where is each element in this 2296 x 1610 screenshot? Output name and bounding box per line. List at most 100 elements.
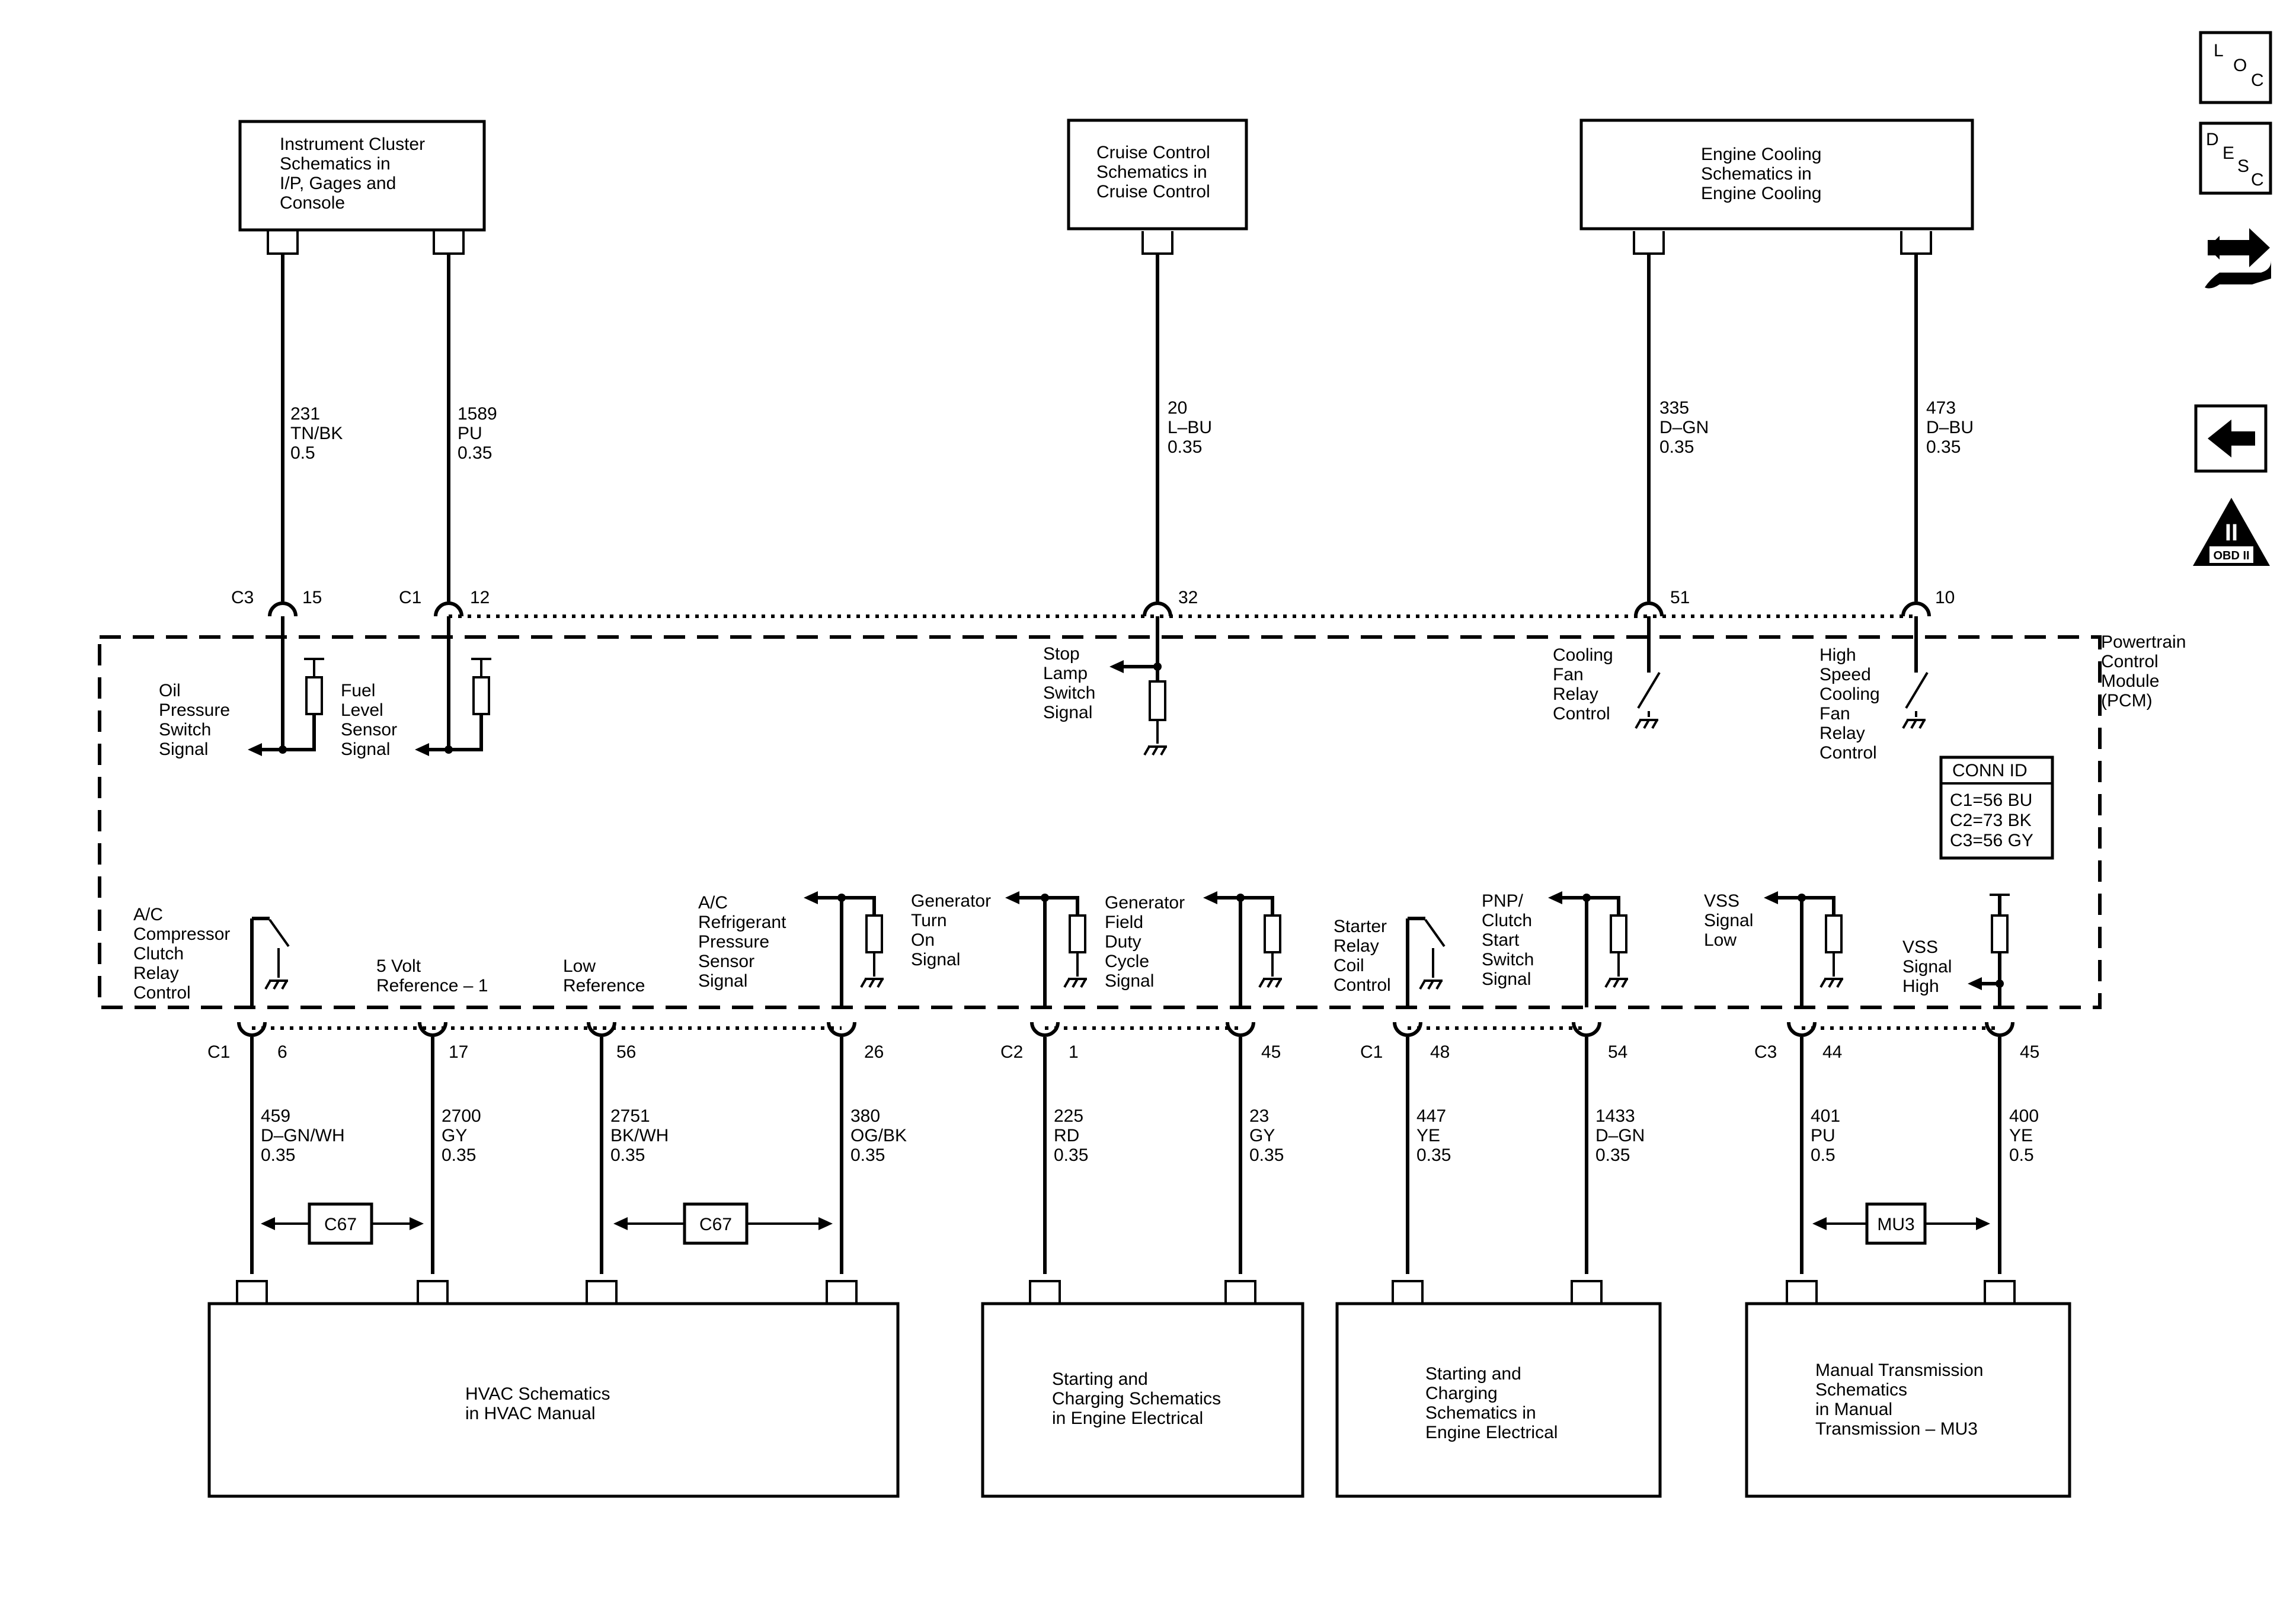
high-speed-label-line: Relay	[1819, 724, 1865, 743]
cruise-control-label-line: Schematics in	[1096, 162, 1207, 182]
option-tag-mu3: MU3	[1812, 1202, 1990, 1245]
ac-clutch-label-line: A/C	[133, 905, 163, 924]
cooling-fan-label-line: Fan	[1553, 665, 1584, 684]
arrow-left-icon	[1968, 977, 1982, 990]
pnp-clutch-label-line: Switch	[1482, 950, 1534, 969]
wire-segment	[1045, 896, 1079, 916]
wire-23-label-line: 23	[1249, 1106, 1269, 1126]
option-tag-c67: C67	[261, 1202, 424, 1245]
wire-335-label-line: 0.35	[1659, 437, 1694, 457]
starting-charging-label-2-line: Engine Electrical	[1425, 1423, 1558, 1442]
wire-380-label-line: OG/BK	[850, 1126, 907, 1145]
vss-high-label-line: Signal	[1902, 957, 1952, 977]
generator-turn-on-label-line: Generator	[911, 891, 991, 911]
wire-401-label-line: 0.5	[1811, 1145, 1835, 1165]
starting-charging-label-1-line: Starting and	[1052, 1369, 1148, 1389]
wire-459-label-line: 459	[261, 1106, 290, 1126]
wire-2700-label-line: 0.35	[442, 1145, 476, 1165]
switch-icon	[1905, 671, 1929, 709]
arrow-left-icon	[1005, 891, 1019, 904]
fuel-level-label-line: Fuel	[341, 681, 375, 700]
ground-icon	[1902, 719, 1926, 729]
wire-401-label-line: PU	[1811, 1126, 1835, 1145]
arrow-left-icon	[1548, 891, 1562, 904]
option-tag-c67-text: C67	[324, 1215, 357, 1234]
manual-transmission-label-line: Schematics	[1815, 1380, 1907, 1400]
wire-400-label-line: YE	[2009, 1126, 2033, 1145]
conn-id-rows-line: C2=73 BK	[1950, 811, 2032, 830]
wire-2751-label-line: BK/WH	[610, 1126, 669, 1145]
pin-15-label: 15	[302, 588, 322, 607]
relay-switch-icon	[268, 918, 290, 948]
five-volt-label-line: Reference – 1	[376, 976, 488, 996]
fuel-level-label-line: Signal	[341, 740, 390, 759]
generator-turn-on-label-line: Turn	[911, 911, 947, 930]
pin-10-label: 10	[1935, 588, 1955, 607]
back-arrow-icon[interactable]	[2194, 404, 2268, 473]
generator-turn-on-label-line: Signal	[911, 950, 960, 969]
wire-20-label: 20L–BU0.35	[1168, 398, 1212, 457]
hvac-label-line: in HVAC Manual	[465, 1404, 596, 1423]
option-tag-c67-text: C67	[699, 1215, 732, 1234]
engine-cooling-box	[1579, 119, 1974, 231]
generator-turn-on-label-line: On	[911, 930, 935, 950]
ground-icon	[1604, 978, 1628, 988]
resistor-icon	[865, 914, 883, 953]
stop-lamp-label-line: Lamp	[1043, 664, 1088, 683]
connector-c3-label: C3	[1754, 1042, 1777, 1062]
high-speed-label-line: Fan	[1819, 704, 1850, 724]
cooling-fan-label-line: Relay	[1553, 684, 1598, 704]
wire-20-label-line: 0.35	[1168, 437, 1202, 457]
cooling-fan-label-line: Control	[1553, 704, 1610, 724]
cruise-control-label-line: Cruise Control	[1096, 143, 1210, 162]
oil-pressure-label-line: Pressure	[159, 700, 230, 720]
wire-401-label-line: 401	[1811, 1106, 1840, 1126]
pin-56-label: 56	[616, 1042, 636, 1062]
wire-segment	[449, 714, 483, 751]
starting-charging-label-1-line: Charging Schematics	[1052, 1389, 1221, 1409]
wire-2700-label-line: GY	[442, 1126, 467, 1145]
connector-view-icon[interactable]	[2205, 228, 2271, 289]
high-speed-label-line: Control	[1819, 743, 1877, 763]
ac-clutch-label-line: Compressor	[133, 924, 230, 944]
manual-transmission-label-line: Transmission – MU3	[1815, 1419, 1978, 1439]
box-connector-stub	[236, 1280, 268, 1304]
resistor-icon	[305, 676, 323, 715]
stop-lamp-label-line: Switch	[1043, 683, 1095, 703]
starting-charging-box-1	[981, 1302, 1304, 1498]
engine-cooling-label-line: Schematics in	[1701, 164, 1812, 184]
pnp-clutch-label-line: Signal	[1482, 969, 1531, 989]
box-connector-stub	[1392, 1280, 1424, 1304]
pin-32-label: 32	[1178, 588, 1198, 607]
loc-icon[interactable]: LOC	[2199, 31, 2272, 104]
wire-335-label-line: D–GN	[1659, 418, 1709, 437]
wire-459-label-line: D–GN/WH	[261, 1126, 345, 1145]
cooling-fan-label-line: Cooling	[1553, 645, 1613, 665]
box-connector-stub	[826, 1280, 858, 1304]
generator-field-label-line: Signal	[1105, 971, 1154, 991]
pin-connector-icon	[434, 601, 463, 617]
manual-transmission-box	[1745, 1302, 2071, 1498]
arrow-left-icon	[804, 891, 818, 904]
connector-c3-label: C3	[231, 588, 254, 607]
wire-segment	[1802, 896, 1835, 916]
pin-connector-icon	[587, 1022, 616, 1037]
wire-1433-label-line: 0.35	[1595, 1145, 1630, 1165]
